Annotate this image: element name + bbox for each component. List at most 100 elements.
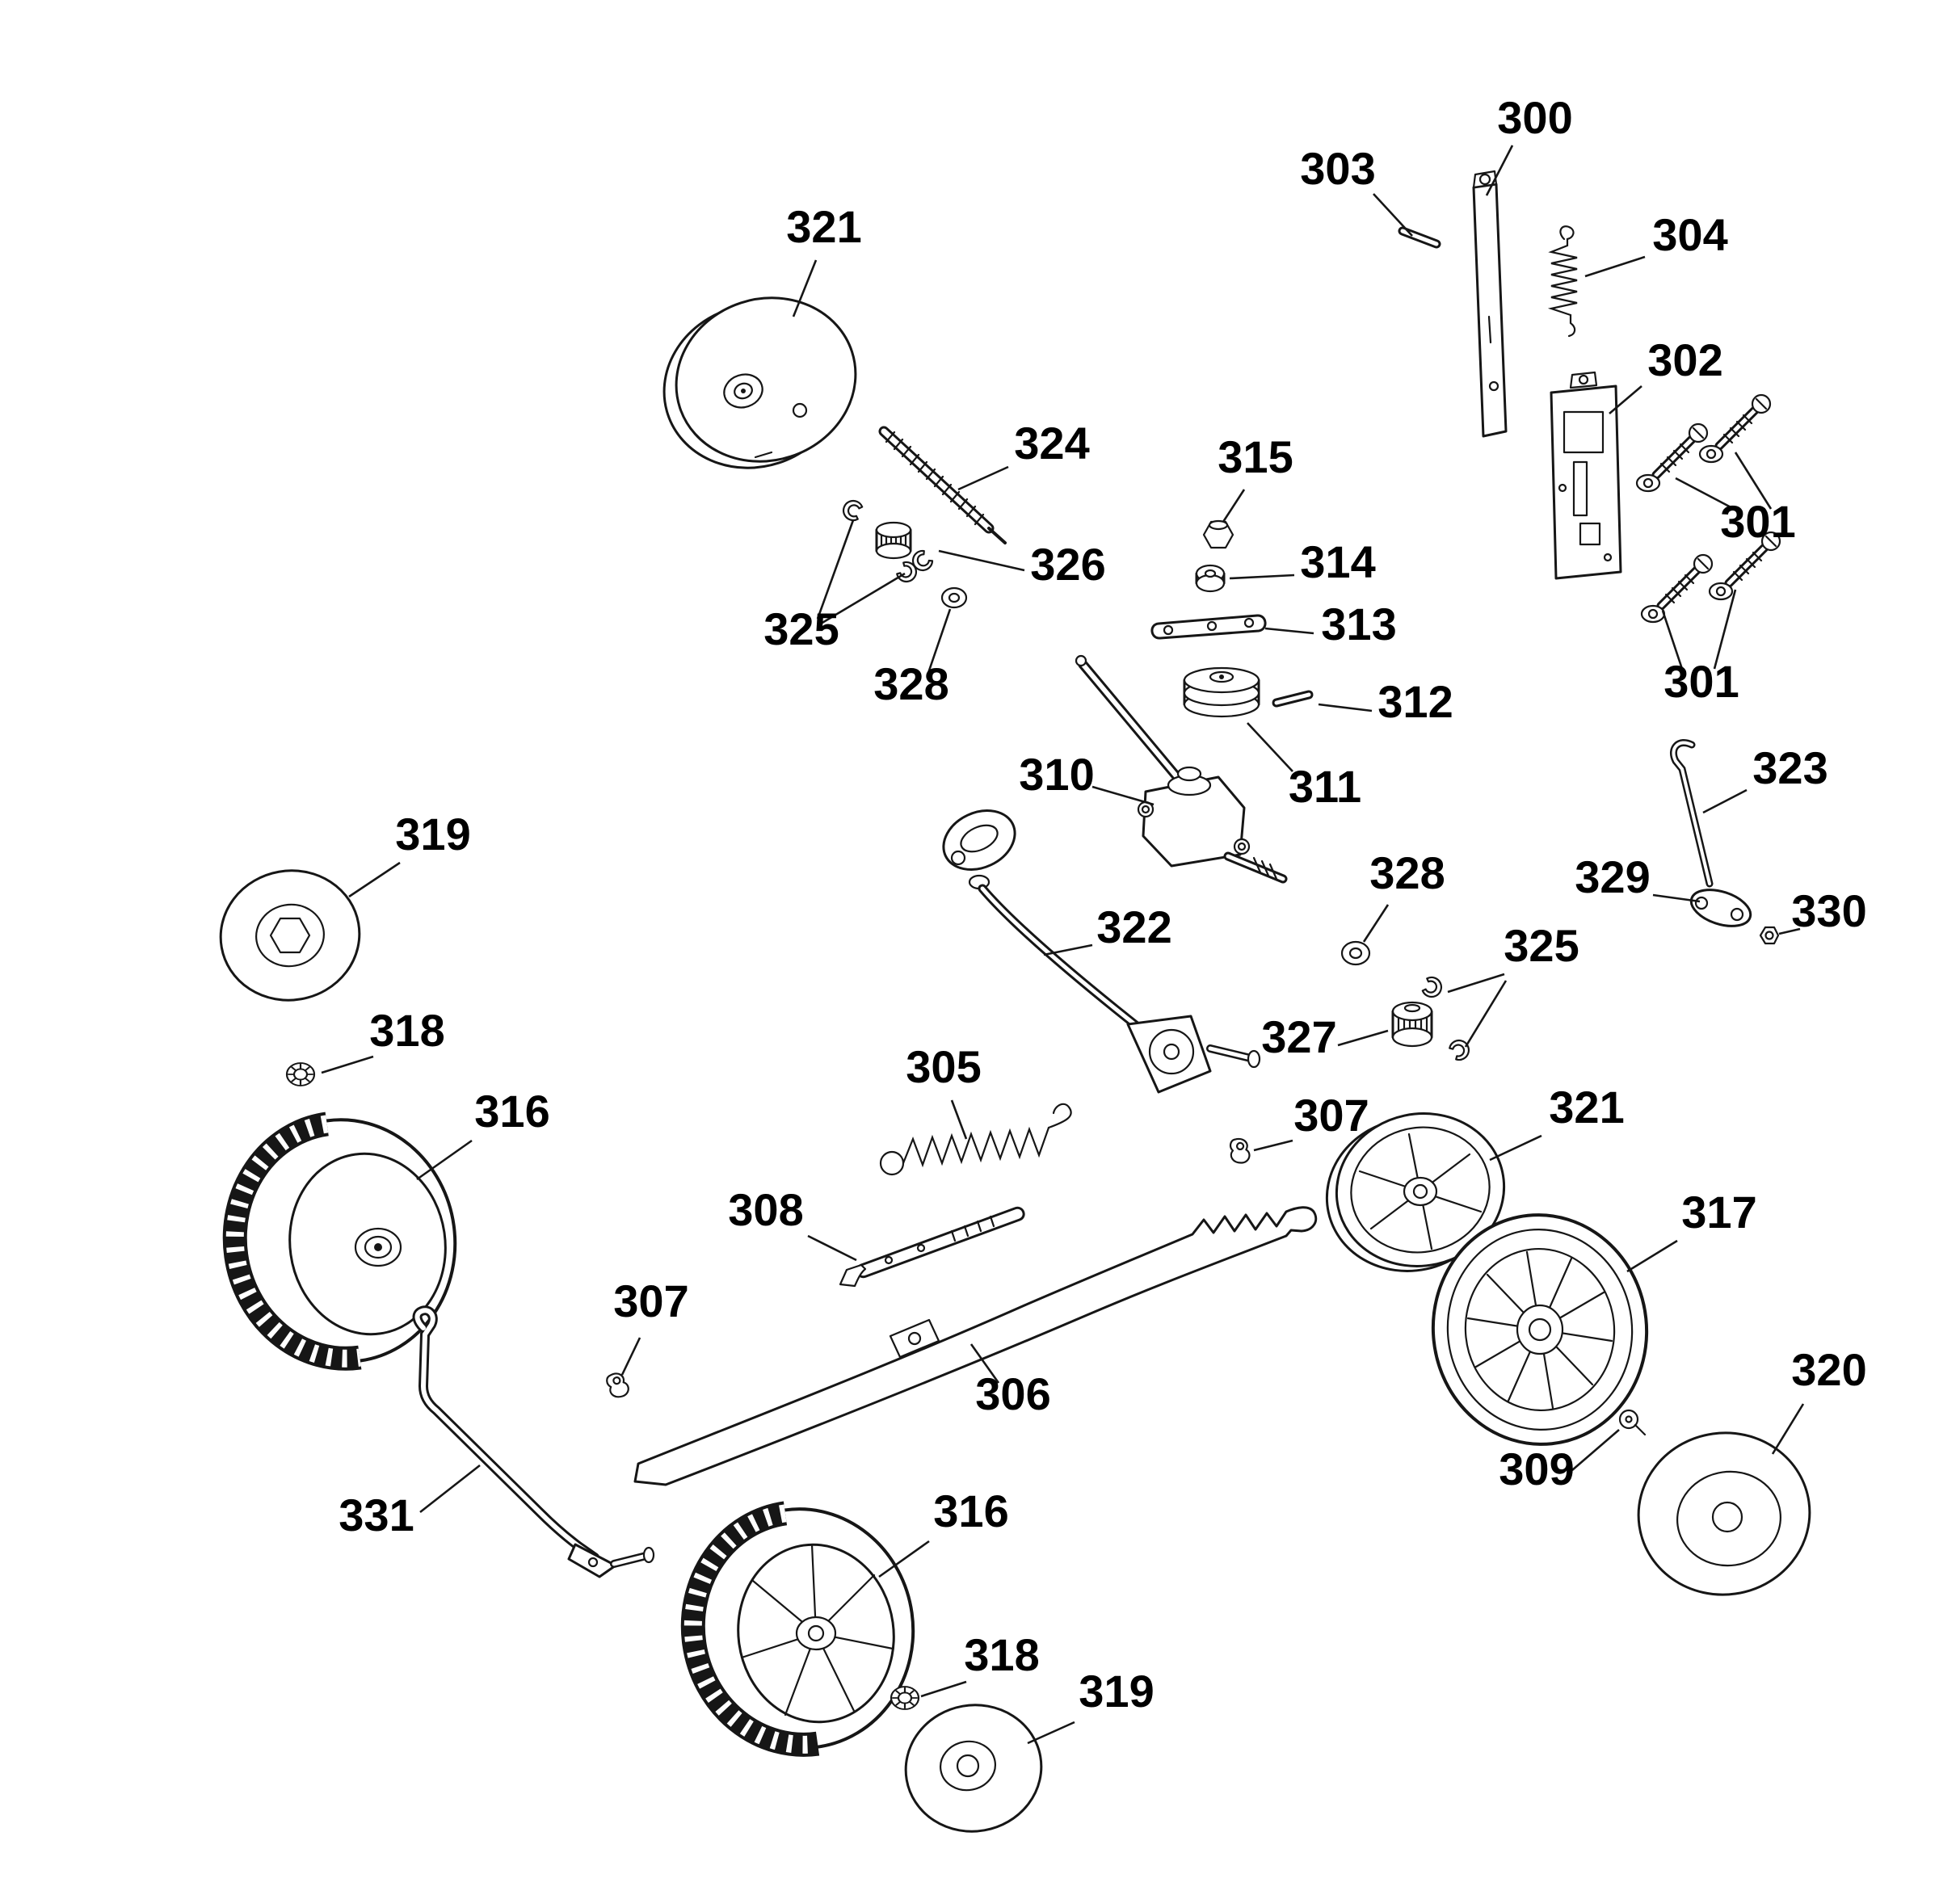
part-315-nut-drawing bbox=[1202, 519, 1234, 549]
leader-328-washer-right bbox=[1362, 904, 1390, 943]
part-316-wheel-upper-drawing bbox=[222, 1111, 457, 1371]
leader-301-screws-lower bbox=[1661, 610, 1684, 670]
part-308-ratchet-bar-drawing bbox=[839, 1206, 1025, 1288]
part-label-304-spring: 304 bbox=[1652, 209, 1727, 260]
diagram-artwork bbox=[219, 170, 1811, 1833]
part-319-cover-left-drawing bbox=[219, 869, 361, 1002]
leader-325-clips-right bbox=[1447, 973, 1505, 994]
leader-314-spacer bbox=[1229, 574, 1295, 580]
part-312-drive-pin-drawing bbox=[1272, 690, 1314, 708]
part-label-300-handle-strip: 300 bbox=[1497, 92, 1572, 143]
leader-325-clips-left bbox=[816, 519, 855, 620]
leader-325-clips-left-1 bbox=[820, 572, 906, 625]
part-label-315-nut: 315 bbox=[1218, 431, 1293, 482]
part-label-319-cover-left: 319 bbox=[395, 809, 470, 859]
leader-316-wheel-lower bbox=[878, 1540, 930, 1578]
part-label-319-cover-lower: 319 bbox=[1079, 1666, 1154, 1717]
leader-325-clips-right-1 bbox=[1464, 980, 1508, 1048]
part-label-306-adjuster-bracket: 306 bbox=[975, 1368, 1050, 1419]
part-317-wheel-drawing bbox=[1431, 1213, 1649, 1446]
leader-318-washer-lower bbox=[920, 1680, 967, 1698]
part-313-link-bar-drawing bbox=[1150, 614, 1267, 640]
part-305-tension-spring-drawing bbox=[879, 1103, 1072, 1176]
part-label-313-link-bar: 313 bbox=[1321, 599, 1396, 649]
leader-312-drive-pin bbox=[1318, 703, 1373, 712]
part-321-wheel-right-drawing bbox=[1325, 1112, 1506, 1272]
leader-309-push-cap bbox=[1571, 1429, 1620, 1471]
part-309-push-cap-drawing bbox=[1618, 1409, 1647, 1436]
leader-313-link-bar bbox=[1264, 627, 1314, 635]
part-label-317-wheel: 317 bbox=[1681, 1187, 1756, 1238]
leader-300-handle-strip bbox=[1485, 145, 1514, 196]
part-label-307-clip-left: 307 bbox=[613, 1275, 688, 1326]
part-label-316-wheel-upper: 316 bbox=[474, 1086, 549, 1137]
part-311-pulley-drawing bbox=[1183, 666, 1260, 718]
part-label-311-pulley: 311 bbox=[1289, 761, 1361, 812]
part-label-308-ratchet-bar: 308 bbox=[728, 1184, 803, 1235]
part-label-303-pin: 303 bbox=[1300, 143, 1375, 194]
part-323-control-rod-drawing bbox=[1670, 739, 1714, 888]
leader-326-knurled-bushing bbox=[938, 549, 1025, 572]
part-label-301-screws-lower: 301 bbox=[1663, 656, 1739, 707]
leader-310-gearbox bbox=[1091, 785, 1155, 806]
leader-317-wheel bbox=[1626, 1239, 1678, 1273]
part-307-clip-right-drawing bbox=[1226, 1137, 1253, 1166]
part-306-adjuster-bracket-drawing bbox=[633, 1206, 1318, 1486]
part-label-307-clip-right: 307 bbox=[1293, 1090, 1369, 1141]
part-label-318-washer-lower: 318 bbox=[964, 1629, 1039, 1680]
part-324-threaded-rod-drawing bbox=[878, 426, 1007, 544]
leader-301-screws-lower-1 bbox=[1713, 589, 1737, 670]
part-318-washer-lower-drawing bbox=[890, 1685, 920, 1711]
part-label-314-spacer: 314 bbox=[1300, 536, 1375, 587]
part-328-washer-right-drawing bbox=[1340, 940, 1371, 966]
part-label-325-clips-right: 325 bbox=[1504, 920, 1579, 971]
leader-320-cover-right bbox=[1771, 1403, 1805, 1455]
leader-316-wheel-upper bbox=[416, 1139, 473, 1181]
part-label-322-shift-rod: 322 bbox=[1096, 901, 1171, 952]
leader-303-pin bbox=[1373, 193, 1413, 237]
part-307-clip-left-drawing bbox=[605, 1372, 630, 1399]
leader-308-ratchet-bar bbox=[807, 1234, 857, 1262]
part-label-301-screws-upper: 301 bbox=[1720, 496, 1795, 547]
leader-301-screws-upper bbox=[1675, 477, 1738, 512]
part-label-318-washer-left: 318 bbox=[369, 1005, 444, 1056]
leader-328-washer-left bbox=[926, 608, 952, 676]
part-314-spacer-drawing bbox=[1195, 564, 1226, 593]
leader-311-pulley bbox=[1247, 722, 1293, 772]
leader-315-nut bbox=[1222, 489, 1246, 523]
leader-329-pivot-plate bbox=[1652, 893, 1701, 903]
part-304-spring-drawing bbox=[1547, 225, 1578, 338]
leader-305-tension-spring bbox=[950, 1099, 968, 1140]
part-label-320-cover-right: 320 bbox=[1791, 1344, 1866, 1395]
part-label-331-adjuster-rod: 331 bbox=[339, 1490, 414, 1540]
leader-321-pulley-top bbox=[792, 259, 818, 317]
leader-319-cover-lower bbox=[1027, 1721, 1075, 1745]
leader-331-adjuster-rod bbox=[419, 1464, 481, 1514]
leader-322-shift-rod bbox=[1043, 943, 1093, 956]
part-label-325-clips-left: 325 bbox=[763, 603, 839, 654]
part-321-pulley-top-drawing bbox=[662, 296, 857, 469]
leader-324-threaded-rod bbox=[957, 465, 1009, 491]
leader-318-washer-left bbox=[321, 1055, 374, 1074]
part-331-adjuster-rod-drawing bbox=[412, 1305, 655, 1578]
part-326-knurled-bushing-drawing bbox=[875, 521, 936, 575]
leader-319-cover-left bbox=[348, 861, 401, 898]
part-label-312-drive-pin: 312 bbox=[1377, 676, 1453, 727]
part-319-cover-lower-drawing bbox=[904, 1704, 1043, 1833]
part-label-309-push-cap: 309 bbox=[1499, 1443, 1574, 1494]
part-label-321-pulley-top: 321 bbox=[786, 201, 861, 252]
leader-307-clip-left bbox=[620, 1337, 641, 1376]
part-320-cover-right-drawing bbox=[1637, 1431, 1811, 1596]
part-322-shift-rod-drawing bbox=[942, 809, 1261, 1094]
leader-301-screws-upper-1 bbox=[1734, 452, 1773, 510]
part-300-handle-strip-drawing bbox=[1472, 170, 1508, 438]
part-label-329-pivot-plate: 329 bbox=[1575, 851, 1650, 902]
part-310-gearbox-drawing bbox=[1075, 654, 1288, 884]
part-label-324-threaded-rod: 324 bbox=[1014, 418, 1089, 469]
part-label-328-washer-right: 328 bbox=[1369, 847, 1445, 898]
part-329-pivot-plate-drawing bbox=[1689, 889, 1752, 927]
part-label-316-wheel-lower: 316 bbox=[933, 1485, 1008, 1536]
